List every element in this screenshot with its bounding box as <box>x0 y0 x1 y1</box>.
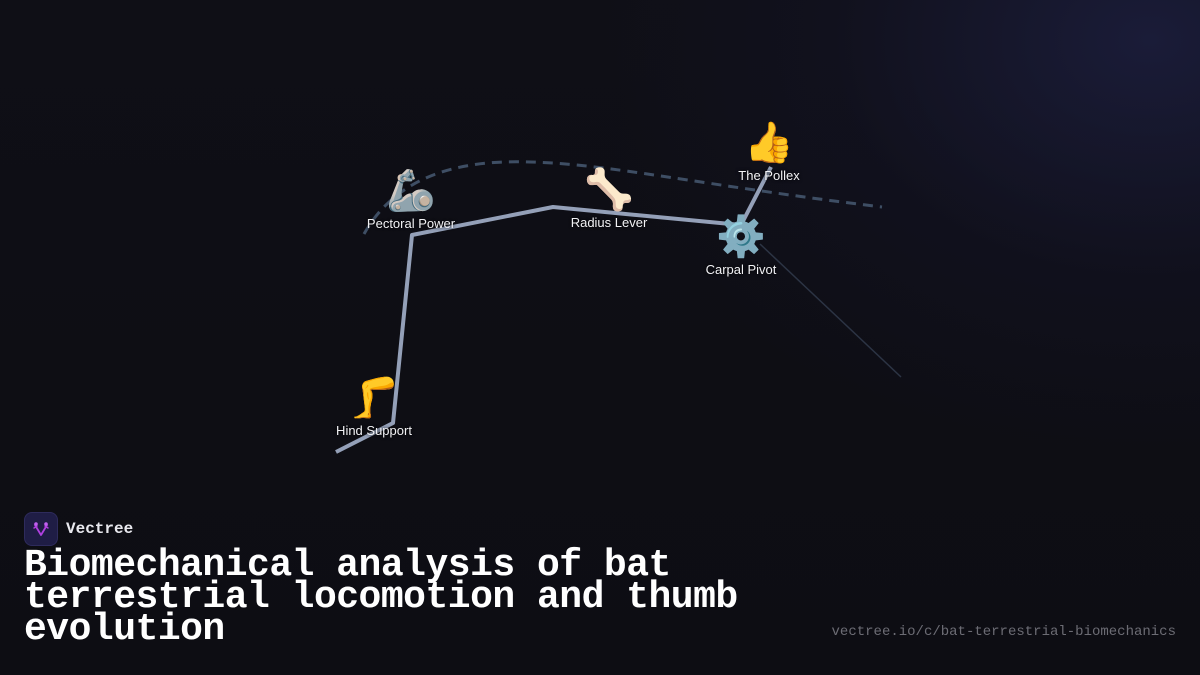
dashed-trajectory-curve <box>362 160 883 235</box>
node-hind-support[interactable]: 🦵 Hind Support <box>336 374 412 440</box>
node-label: Pectoral Power <box>366 216 456 231</box>
page-url: vectree.io/c/bat-terrestrial-biomechanic… <box>831 624 1176 640</box>
bone-icon: 🦴 <box>584 168 634 212</box>
page-title: Biomechanical analysis of bat terrestria… <box>24 544 738 651</box>
thumbs-up-icon: 👍 <box>744 121 794 165</box>
node-carpal-pivot[interactable]: ⚙️ Carpal Pivot <box>706 213 777 279</box>
node-label: Radius Lever <box>570 215 648 230</box>
mechanical-arm-icon: 🦾 <box>386 169 436 213</box>
brand: Vectree <box>24 512 133 546</box>
thin-connector-line <box>759 243 902 378</box>
pollex-edge <box>739 166 773 226</box>
node-the-pollex[interactable]: 👍 The Pollex <box>738 119 799 185</box>
vectree-logo <box>24 512 58 546</box>
node-label: Carpal Pivot <box>705 262 777 277</box>
node-pectoral-power[interactable]: 🦾 Pectoral Power <box>367 167 455 233</box>
leg-icon: 🦵 <box>349 376 399 420</box>
node-label: The Pollex <box>738 168 800 183</box>
main-skeleton-path <box>335 205 742 454</box>
node-label: Hind Support <box>336 423 412 438</box>
brand-name: Vectree <box>66 520 134 538</box>
vectree-fork-icon <box>33 522 49 536</box>
gear-icon: ⚙️ <box>716 215 766 259</box>
node-radius-lever[interactable]: 🦴 Radius Lever <box>571 166 648 232</box>
